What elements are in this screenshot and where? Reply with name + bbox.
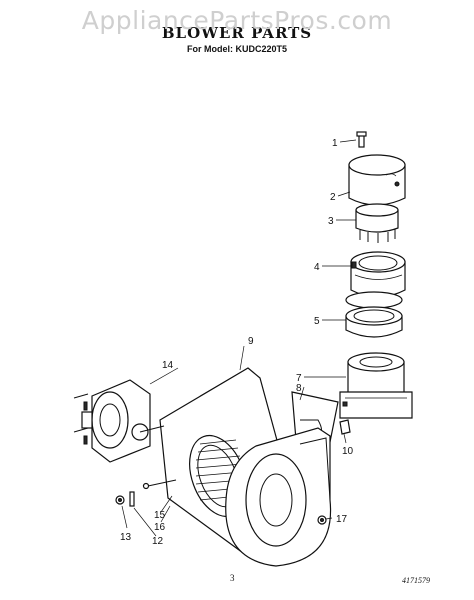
callout-13: 13	[120, 532, 132, 543]
callout-labels: 1 2 3 4 5 7 8 9 10 12 13 14 15 16 17	[120, 138, 354, 547]
part-15-16-fasteners	[142, 479, 177, 490]
part-14-drive-motor	[73, 379, 165, 463]
blower-housing	[225, 427, 332, 567]
callout-8: 8	[296, 383, 302, 394]
part-3-motor	[355, 203, 399, 243]
callout-12: 12	[152, 536, 164, 547]
callout-5: 5	[314, 316, 320, 327]
callout-1: 1	[332, 138, 338, 149]
part-12-screw	[129, 491, 135, 507]
part-1-screw	[356, 131, 367, 148]
callout-14: 14	[162, 360, 174, 371]
part-4-ring-housing	[350, 251, 406, 298]
watermark: AppliancePartsPros.com	[81, 6, 393, 35]
callout-2: 2	[330, 192, 336, 203]
part-17-nut	[317, 515, 327, 525]
part-2-motor-cover	[348, 154, 406, 206]
callout-15: 15	[154, 510, 166, 521]
callout-7: 7	[296, 373, 302, 384]
part-5-gasket	[345, 291, 403, 338]
model-line: For Model: KUDC220T5	[186, 44, 287, 54]
part-10-clip	[339, 419, 351, 435]
leader-lines	[121, 139, 357, 537]
page-number: 3	[230, 573, 235, 583]
callout-16: 16	[154, 522, 166, 533]
callout-17: 17	[336, 514, 348, 525]
page-title: BLOWER PARTS	[161, 24, 313, 42]
document-number: 4171579	[402, 576, 430, 585]
callout-3: 3	[328, 216, 334, 227]
part-7-motor-mount	[339, 352, 413, 419]
part-13-nut	[115, 495, 125, 505]
callout-9: 9	[248, 336, 254, 347]
callout-10: 10	[342, 446, 354, 457]
callout-4: 4	[314, 262, 320, 273]
